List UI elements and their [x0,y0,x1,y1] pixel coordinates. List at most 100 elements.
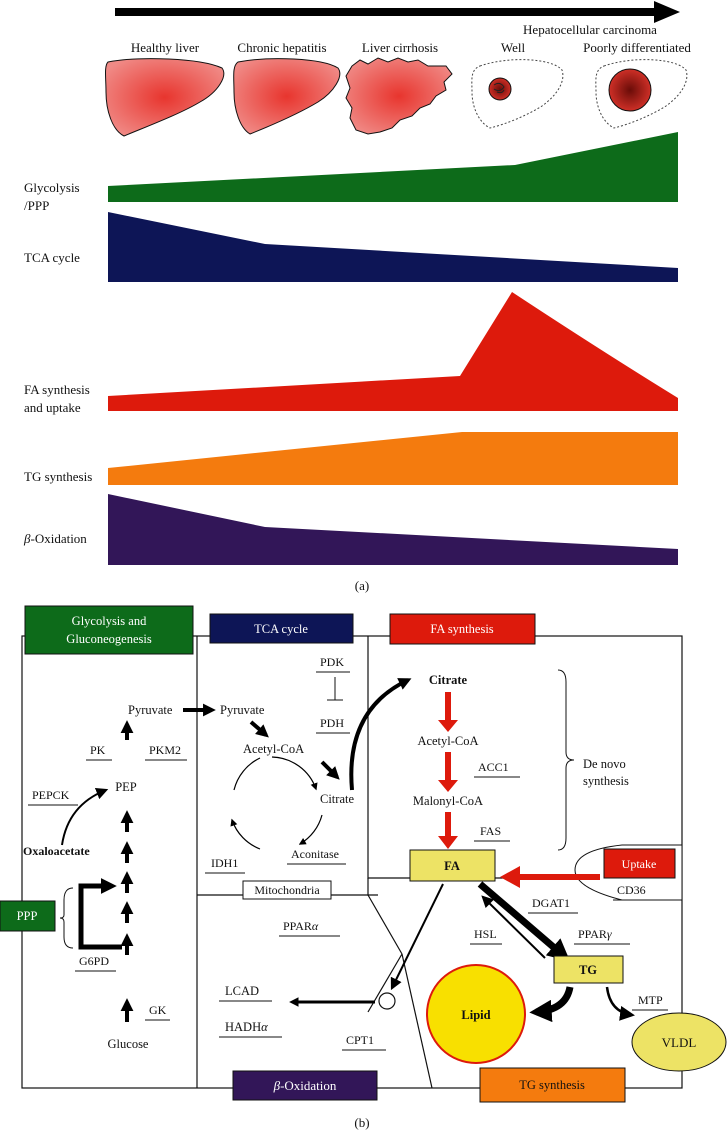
enzyme-pdh: PDH [320,716,344,730]
caption-a: (a) [355,578,369,593]
enzyme-cpt1: CPT1 [346,1033,374,1047]
fa-box [409,849,496,882]
enzyme-g6pd: G6PD [79,954,109,968]
fa-synthesis-header: FA synthesis [430,622,493,636]
tg-synthesis-header-box [479,1067,626,1103]
pep: PEP [115,780,137,794]
enzyme-hsl: HSL [474,927,497,941]
de-novo-label-line1: De novo [583,757,626,771]
vldl-ellipse [631,1012,727,1072]
mitochondria-box [242,880,332,900]
row-fa-label-line2: and uptake [24,400,81,415]
pyruvate-right: Pyruvate [220,703,265,717]
ppp-brace [59,887,74,949]
enzyme-gk: GK [149,1003,167,1017]
poorly-differentiated-tumor-icon [608,68,652,112]
stage-label-healthy: Healthy liver [131,40,200,55]
row-beta-label: β-Oxidation [23,531,87,546]
row-beta-oxidation: β-Oxidation [23,494,678,565]
fa-to-cpt1-arrow [390,883,444,991]
lipid-label: Lipid [461,1008,490,1022]
tca-header: TCA cycle [254,622,308,636]
tca-trend-area [108,212,678,282]
stage-label-poorly: Poorly differentiated [583,40,691,55]
oxaloacetate: Oxaloacetate [23,844,90,858]
mitochondria-label: Mitochondria [254,883,320,897]
tca-header-box [209,613,354,644]
tg-box [553,955,624,984]
citrate-tca: Citrate [320,792,354,806]
caption-b: (b) [354,1115,369,1130]
enzyme-pkm2: PKM2 [149,743,181,757]
stage-label-cirrhosis: Liver cirrhosis [362,40,438,55]
fa-label: FA [444,859,460,873]
enzyme-pdk: PDK [320,655,344,669]
tg-to-lipid-arrow [529,986,574,1023]
healthy-liver-icon [105,58,225,137]
aconitase: Aconitase [291,847,339,861]
row-tg: TG synthesis [24,432,678,485]
tg-to-vldl-arrow [605,986,635,1021]
beta-oxidation-header: β-Oxidation [273,1078,337,1093]
stage-label-chronic-hepatitis: Chronic hepatitis [237,40,326,55]
red-arrow-1-head [438,720,458,732]
tumor-texture [493,82,505,94]
hcc-header: Hepatocellular carcinoma [523,22,657,37]
enzyme-dgat1: DGAT1 [532,896,570,910]
ppp-label: PPP [17,909,38,923]
citrate-export-arrow [349,678,412,791]
vldl-label: VLDL [662,1035,697,1050]
row-tca: TCA cycle [24,212,678,282]
enzyme-pparg: PPARγ [578,927,612,941]
glycolysis-header-line1: Glycolysis and [72,614,147,628]
acetyl-coa-tca: Acetyl-CoA [243,742,304,756]
cd36-label: CD36 [617,883,646,897]
row-fa-label-line1: FA synthesis [24,382,90,397]
row-glycolysis: Glycolysis /PPP [24,132,678,213]
fa-synthesis-header-box [389,613,536,645]
glycolysis-header-line2: Gluconeogenesis [66,632,152,646]
fa-to-tg-arrow [477,881,571,962]
row-tca-label: TCA cycle [24,250,80,265]
glycolysis-header-box [24,605,194,655]
tca-cycle-circle [230,756,323,850]
uptake-arrow-head [500,866,520,888]
fa-trend-area [108,292,678,411]
cpt1-transporter-icon [378,992,396,1010]
lipid-droplet [426,964,526,1064]
beta-oxidation-header-box [232,1070,378,1101]
uptake-box [603,848,676,879]
enzyme-mtp: MTP [638,993,663,1007]
malonyl-coa: Malonyl-CoA [413,794,483,808]
ppp-box [0,900,56,932]
acetyl-coa-to-citrate-arrow [320,760,340,780]
row-glycolysis-label-line2: /PPP [24,198,49,213]
pyruvate-to-acetyl-coa-arrow [249,720,269,738]
de-novo-brace [557,669,575,851]
row-glycolysis-label-line1: Glycolysis [24,180,80,195]
row-fa: FA synthesis and uptake [24,292,678,415]
red-arrow-3-head [438,836,458,849]
glycolysis-trend-area [108,132,678,202]
enzyme-pk: PK [90,743,106,757]
chronic-hepatitis-liver-icon [233,58,341,135]
tg-trend-area [108,432,678,485]
oxaloacetate-to-pep-arrow [61,787,109,846]
stage-label-well: Well [501,40,526,55]
enzyme-fas: FAS [480,824,501,838]
well-differentiated-liver-outline [471,59,564,129]
enzyme-lcad: LCAD [225,984,259,998]
citrate-fa: Citrate [429,673,468,687]
uptake-label: Uptake [622,857,657,871]
panel-b: Glycolysis and Gluconeogenesis TCA cycle… [0,605,727,1130]
enzyme-ppara: PPARα [283,919,319,933]
progression-arrow [115,1,680,23]
enzyme-idh1: IDH1 [211,856,238,870]
ppp-shunt-arrow [78,877,122,950]
enzyme-hadha: HADHα [225,1020,268,1034]
enzyme-acc1: ACC1 [478,760,509,774]
glucose: Glucose [108,1037,149,1051]
tg-label: TG [579,963,597,977]
acetyl-coa-fa: Acetyl-CoA [417,734,478,748]
